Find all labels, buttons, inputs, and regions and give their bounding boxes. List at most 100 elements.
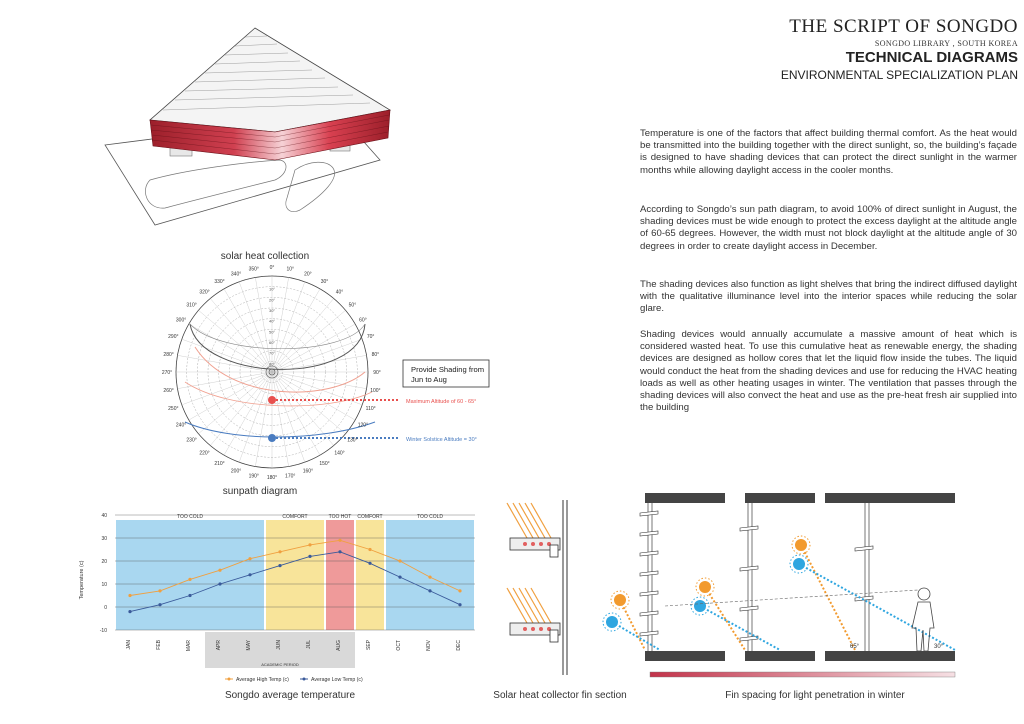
paragraph-heat-collection: Shading devices would annually accumulat… bbox=[640, 329, 1017, 414]
azimuth-spoke bbox=[188, 371, 273, 421]
sunpath-altitude-labels: 10°20°30°40°50°60°70°80° bbox=[269, 287, 275, 367]
paragraph-light-shelves: The shading devices also function as lig… bbox=[640, 279, 1017, 315]
y-tick: -10 bbox=[100, 628, 107, 634]
azimuth-spoke bbox=[210, 371, 273, 446]
series-point bbox=[188, 593, 192, 598]
series-point bbox=[308, 543, 312, 547]
zone-label: TOO COLD bbox=[177, 514, 203, 520]
y-tick: 0 bbox=[104, 605, 107, 611]
series-point bbox=[428, 589, 432, 593]
azimuth-label: 100° bbox=[370, 388, 380, 394]
fin-blade bbox=[854, 595, 874, 602]
summer-altitude-label: Maximum Altitude of 60 - 65° bbox=[406, 399, 476, 405]
zone-band bbox=[266, 520, 324, 630]
series-point bbox=[398, 559, 402, 563]
legend-label: Average High Temp (c) bbox=[236, 677, 289, 683]
roof-lines bbox=[162, 35, 371, 111]
academic-period-band bbox=[205, 632, 355, 668]
page-subtitle: SONGDO LIBRARY , SOUTH KOREA bbox=[874, 39, 1018, 48]
azimuth-spoke bbox=[177, 371, 273, 389]
azimuth-label: 70° bbox=[367, 334, 375, 340]
azimuth-spoke bbox=[177, 355, 273, 373]
fin-blade bbox=[639, 610, 659, 617]
series-point bbox=[368, 547, 372, 552]
legend-label: Average Low Temp (c) bbox=[311, 677, 363, 683]
azimuth-label: 110° bbox=[366, 406, 376, 412]
heat-collector-band bbox=[149, 109, 391, 161]
sunpath-spokes bbox=[176, 276, 368, 468]
roof bbox=[149, 27, 392, 133]
azimuth-spoke bbox=[181, 339, 273, 373]
fin-blade bbox=[739, 565, 759, 572]
azimuth-spoke bbox=[223, 288, 273, 373]
page-title: THE SCRIPT OF SONGDO bbox=[789, 16, 1018, 37]
azimuth-spoke bbox=[271, 371, 346, 434]
azimuth-label: 140° bbox=[334, 450, 344, 456]
azimuth-spoke bbox=[271, 339, 363, 373]
eye-level-line bbox=[664, 589, 919, 607]
series-point bbox=[158, 589, 162, 593]
azimuth-label: 270° bbox=[162, 370, 172, 376]
shading-callout-line1: Provide Shading from bbox=[411, 365, 484, 374]
azimuth-label: 120° bbox=[358, 423, 368, 429]
azimuth-label: 290° bbox=[168, 334, 178, 340]
floor-slabs bbox=[645, 493, 955, 661]
x-tick: AUG bbox=[336, 640, 342, 651]
x-tick: NOV bbox=[426, 639, 432, 651]
fin-blade bbox=[639, 630, 659, 637]
fin-blade bbox=[639, 570, 659, 577]
azimuth-label: 150° bbox=[319, 461, 329, 467]
azimuth-label: 10° bbox=[286, 267, 294, 273]
fin-spacing-diagram: 65° 30° bbox=[602, 493, 956, 678]
azimuth-label: 170° bbox=[285, 473, 295, 479]
azimuth-label: 200° bbox=[231, 469, 241, 475]
x-tick: JAN bbox=[126, 640, 132, 650]
academic-period: ACADEMIC PERIOD bbox=[205, 632, 355, 668]
azimuth-spoke bbox=[181, 371, 273, 405]
azimuth-label: 50° bbox=[349, 303, 357, 309]
azimuth-label: 300° bbox=[176, 318, 186, 324]
azimuth-label: 220° bbox=[199, 450, 209, 456]
azimuth-label: 340° bbox=[231, 271, 241, 277]
summer-sun-path bbox=[194, 346, 366, 393]
y-tick: 40 bbox=[101, 513, 107, 519]
paragraph-sunpath: According to Songdo’s sun path diagram, … bbox=[640, 204, 1017, 252]
zone-band bbox=[386, 520, 474, 630]
azimuth-spoke bbox=[271, 281, 305, 373]
azimuth-spoke bbox=[271, 371, 363, 405]
angle-label-summer: 65° bbox=[850, 644, 860, 650]
azimuth-label: 310° bbox=[186, 303, 196, 309]
series-point bbox=[278, 550, 282, 554]
x-tick: SEP bbox=[366, 639, 372, 650]
x-tick: JUN bbox=[276, 640, 282, 650]
sunpath-azimuth-labels: 0°10°20°30°40°50°60°70°80°90°100°110°120… bbox=[162, 265, 381, 481]
series-point bbox=[248, 557, 252, 561]
series-point bbox=[368, 561, 372, 565]
chart-series bbox=[128, 538, 462, 614]
zone-label: TOO HOT bbox=[329, 514, 352, 520]
x-tick: APR bbox=[216, 640, 222, 651]
x-tick: MAR bbox=[186, 640, 192, 652]
zone-label: COMFORT bbox=[357, 514, 382, 520]
series-point bbox=[128, 593, 132, 598]
sunpath-diagram: Maximum Altitude of 60 - 65° Winter Sols… bbox=[162, 265, 490, 481]
azimuth-label: 130° bbox=[347, 437, 357, 443]
shading-callout-line2: Jun to Aug bbox=[411, 375, 447, 384]
series-point bbox=[278, 564, 282, 568]
section-title: TECHNICAL DIAGRAMS bbox=[845, 49, 1018, 66]
fin-blade bbox=[639, 510, 659, 517]
azimuth-spoke bbox=[223, 371, 273, 456]
series-point bbox=[458, 603, 462, 607]
person-figure bbox=[911, 587, 935, 652]
fin-tubes-lower bbox=[523, 627, 551, 631]
series-point bbox=[338, 538, 342, 542]
azimuth-spoke bbox=[198, 371, 273, 434]
fin-blade bbox=[639, 550, 659, 557]
x-tick: JUL bbox=[306, 640, 312, 649]
series-point bbox=[218, 568, 222, 572]
zone-label: TOO COLD bbox=[417, 514, 443, 520]
azimuth-label: 250° bbox=[168, 406, 178, 412]
angle-label-winter: 30° bbox=[934, 644, 944, 650]
y-tick: 10 bbox=[101, 582, 107, 588]
azimuth-spoke bbox=[239, 281, 273, 373]
